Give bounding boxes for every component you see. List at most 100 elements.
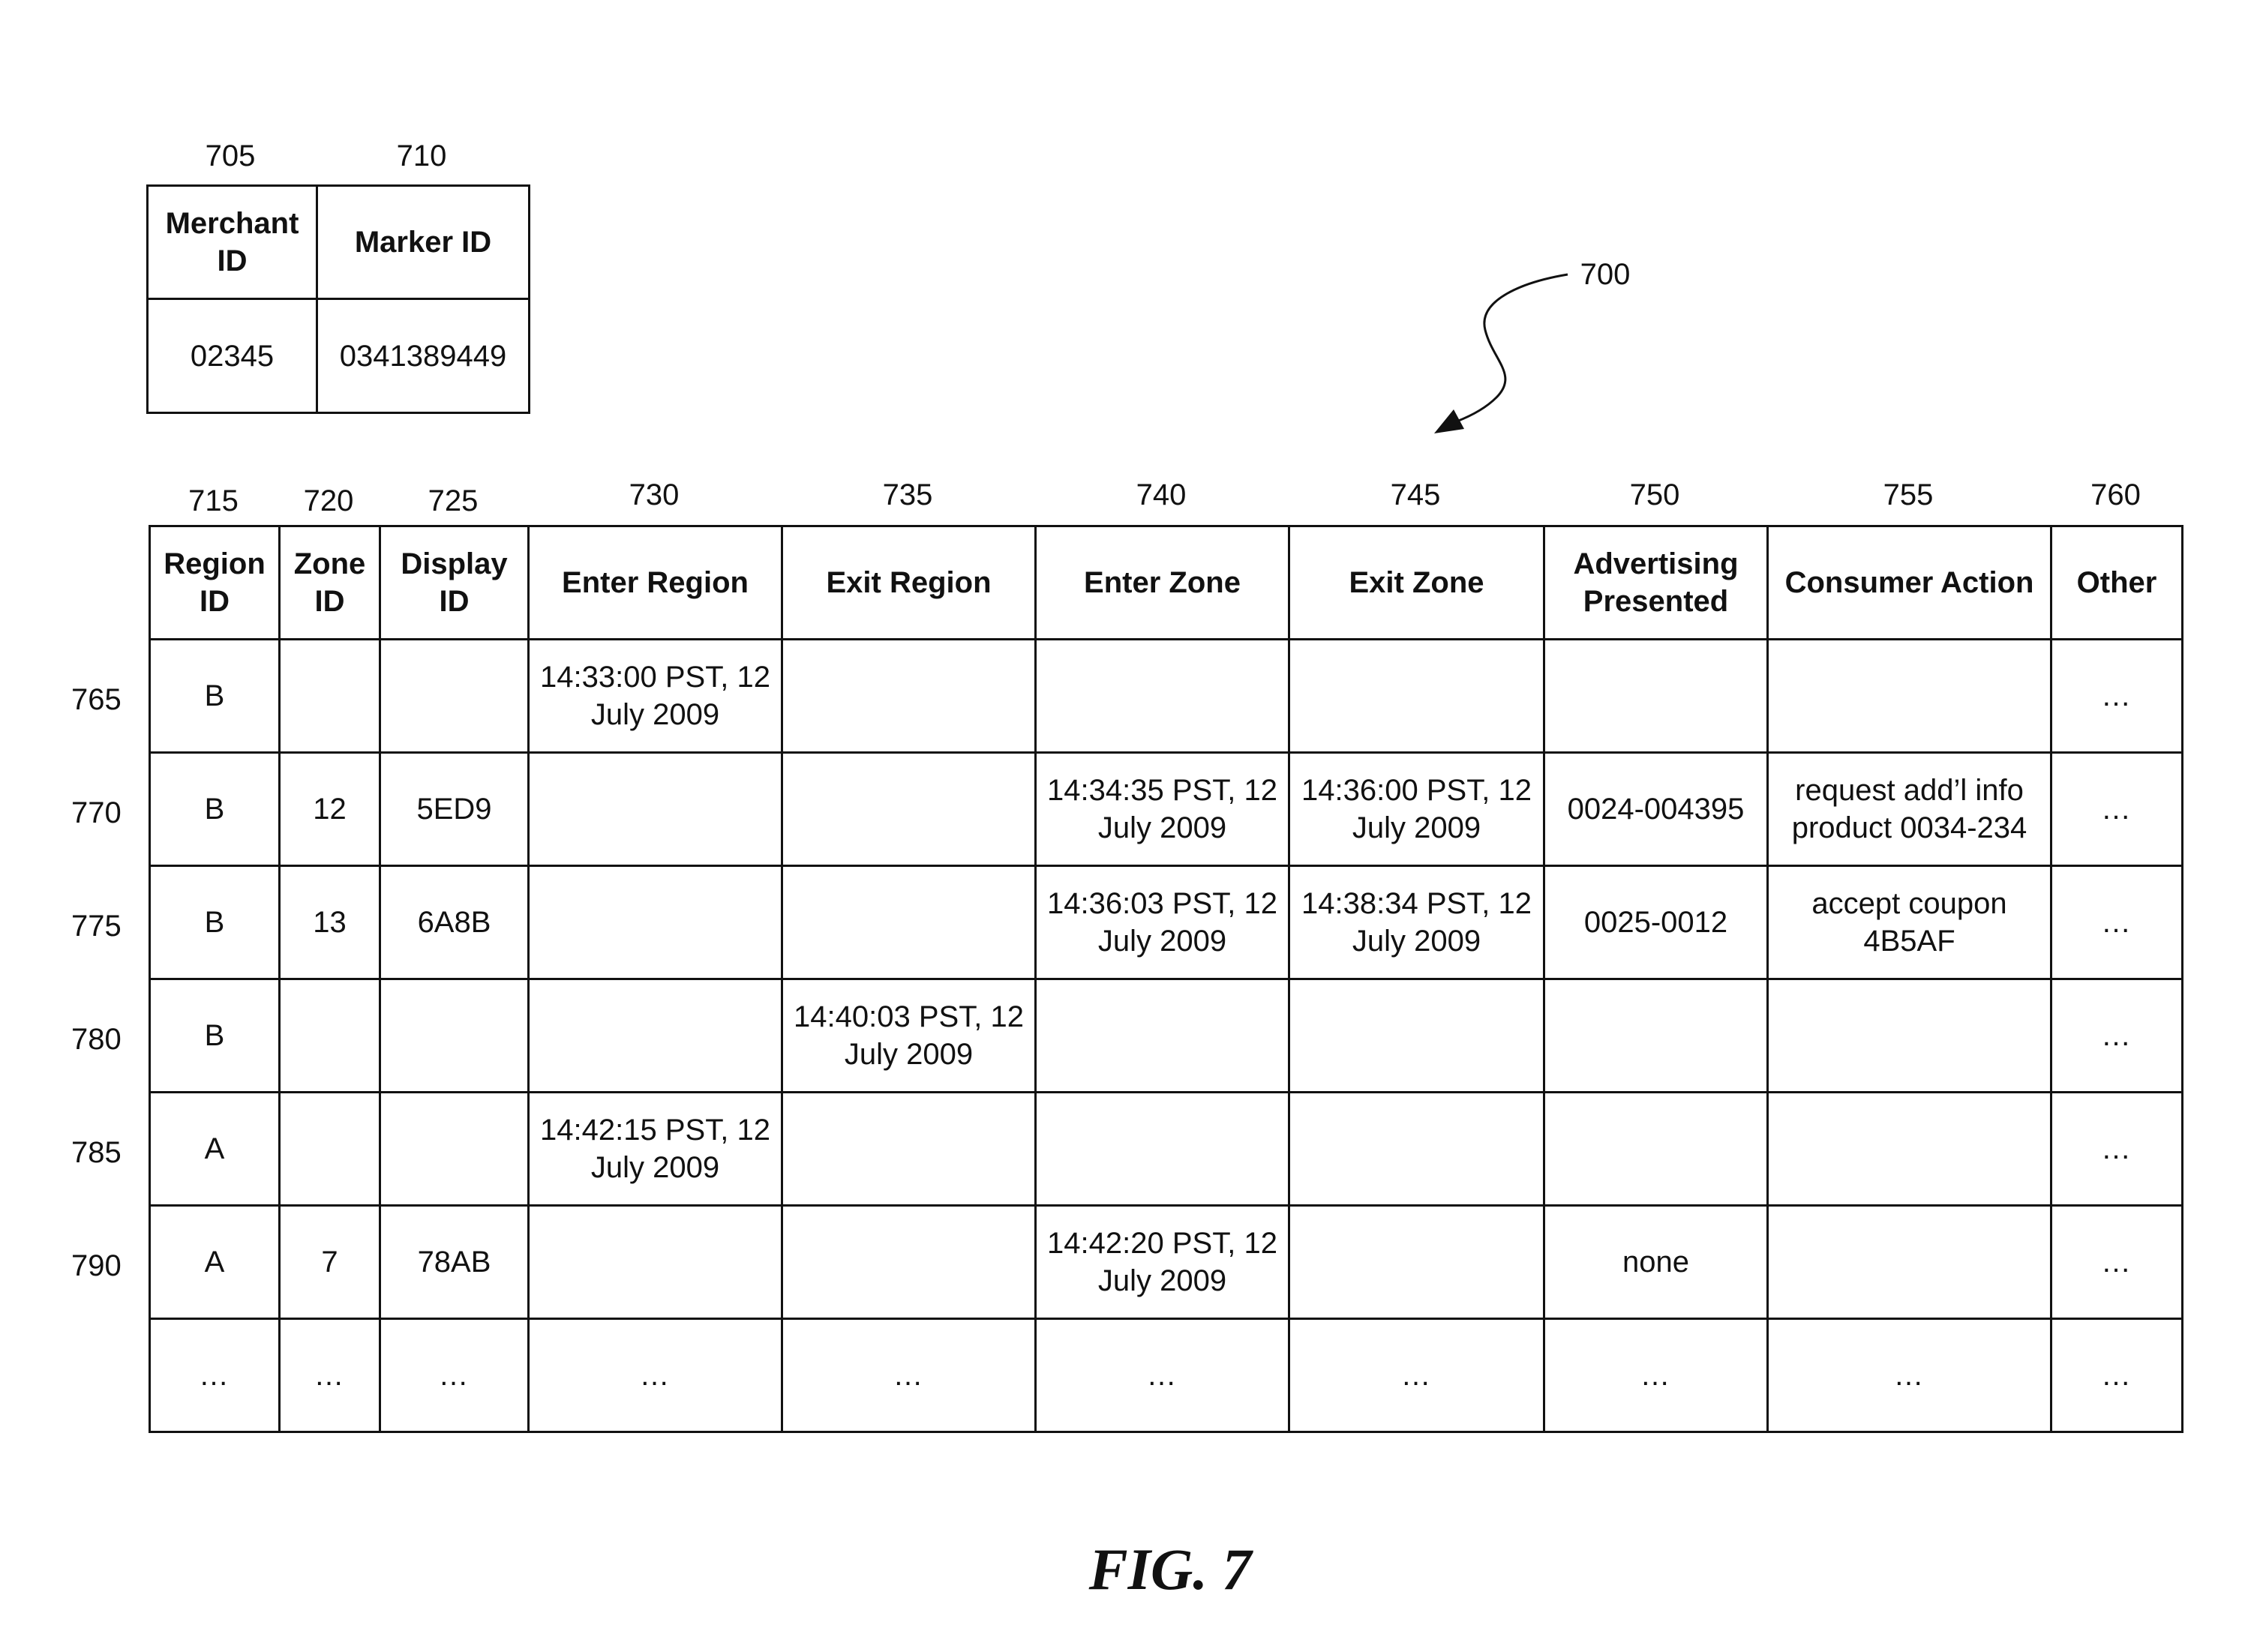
cell-enter-zone: 14:34:35 PST, 12 July 2009 bbox=[1036, 753, 1289, 866]
cell-consumer-action: accept coupon 4B5AF bbox=[1768, 866, 2051, 979]
cell-consumer-action bbox=[1768, 1206, 2051, 1319]
cell-exit-zone bbox=[1289, 1206, 1544, 1319]
cell-display-id bbox=[380, 640, 529, 753]
cell-display-id: 6A8B bbox=[380, 866, 529, 979]
cell-zone-id: 12 bbox=[280, 753, 380, 866]
row-ref-765: 765 bbox=[71, 685, 122, 715]
cell-zone-id bbox=[280, 640, 380, 753]
cell-exit-region bbox=[782, 640, 1036, 753]
cell-advertising-presented bbox=[1544, 979, 1768, 1093]
column-ref-745: 745 bbox=[1391, 480, 1441, 510]
cell-display-id: 78AB bbox=[380, 1206, 529, 1319]
header-exit-region: Exit Region bbox=[782, 526, 1036, 640]
cell-enter-region bbox=[529, 979, 782, 1093]
cell-enter-region: 14:42:15 PST, 12 July 2009 bbox=[529, 1093, 782, 1206]
marker-id-value: 0341389449 bbox=[317, 299, 530, 413]
header-consumer-action: Consumer Action bbox=[1768, 526, 2051, 640]
cell-other: … bbox=[2051, 866, 2183, 979]
header-advertising-presented: Advertising Presented bbox=[1544, 526, 1768, 640]
cell-exit-region: 14:40:03 PST, 12 July 2009 bbox=[782, 979, 1036, 1093]
table-row: A778AB14:42:20 PST, 12 July 2009none… bbox=[150, 1206, 2183, 1319]
header-other: Other bbox=[2051, 526, 2183, 640]
row-ref-775: 775 bbox=[71, 911, 122, 941]
header-region-id: Region ID bbox=[150, 526, 280, 640]
column-ref-730: 730 bbox=[629, 480, 680, 510]
cell-enter-region bbox=[529, 866, 782, 979]
cell-other: … bbox=[2051, 979, 2183, 1093]
cell-exit-region bbox=[782, 866, 1036, 979]
cell-advertising-presented: none bbox=[1544, 1206, 1768, 1319]
cell-display-id: … bbox=[380, 1319, 529, 1432]
column-ref-715: 715 bbox=[188, 486, 239, 516]
cell-enter-region: … bbox=[529, 1319, 782, 1432]
cell-consumer-action bbox=[1768, 1093, 2051, 1206]
cell-region-id: B bbox=[150, 866, 280, 979]
column-ref-725: 725 bbox=[428, 486, 479, 516]
cell-exit-region bbox=[782, 753, 1036, 866]
merchant-table: Merchant ID Marker ID 02345 0341389449 bbox=[146, 184, 530, 414]
merchant-table-value-row: 02345 0341389449 bbox=[148, 299, 530, 413]
merchant-table-header-row: Merchant ID Marker ID bbox=[148, 186, 530, 299]
column-ref-720: 720 bbox=[304, 486, 354, 516]
cell-display-id bbox=[380, 979, 529, 1093]
column-ref-755: 755 bbox=[1883, 480, 1934, 510]
row-ref-785: 785 bbox=[71, 1138, 122, 1168]
header-display-id: Display ID bbox=[380, 526, 529, 640]
cell-zone-id bbox=[280, 979, 380, 1093]
table-row: B136A8B 14:36:03 PST, 12 July 200914:38:3… bbox=[150, 866, 2183, 979]
table-row: B 14:40:03 PST, 12 July 2009 … bbox=[150, 979, 2183, 1093]
cell-advertising-presented bbox=[1544, 640, 1768, 753]
merchant-id-header: Merchant ID bbox=[148, 186, 317, 299]
cell-region-id: B bbox=[150, 753, 280, 866]
reference-arrow-icon bbox=[1410, 255, 1605, 435]
cell-enter-region bbox=[529, 753, 782, 866]
row-ref-770: 770 bbox=[71, 798, 122, 828]
cell-enter-zone bbox=[1036, 640, 1289, 753]
cell-exit-region bbox=[782, 1206, 1036, 1319]
cell-exit-zone: … bbox=[1289, 1319, 1544, 1432]
cell-display-id bbox=[380, 1093, 529, 1206]
cell-exit-zone bbox=[1289, 1093, 1544, 1206]
row-ref-790: 790 bbox=[71, 1251, 122, 1281]
cell-exit-zone: 14:36:00 PST, 12 July 2009 bbox=[1289, 753, 1544, 866]
marker-id-header: Marker ID bbox=[317, 186, 530, 299]
cell-exit-zone: 14:38:34 PST, 12 July 2009 bbox=[1289, 866, 1544, 979]
cell-enter-zone: 14:42:20 PST, 12 July 2009 bbox=[1036, 1206, 1289, 1319]
cell-enter-region: 14:33:00 PST, 12 July 2009 bbox=[529, 640, 782, 753]
cell-enter-zone bbox=[1036, 979, 1289, 1093]
cell-advertising-presented: 0025-0012 bbox=[1544, 866, 1768, 979]
header-zone-id: Zone ID bbox=[280, 526, 380, 640]
cell-exit-zone bbox=[1289, 640, 1544, 753]
table-row: A 14:42:15 PST, 12 July 2009 … bbox=[150, 1093, 2183, 1206]
cell-other: … bbox=[2051, 753, 2183, 866]
row-ref-780: 780 bbox=[71, 1024, 122, 1054]
table-row: ………………………… bbox=[150, 1319, 2183, 1432]
cell-region-id: A bbox=[150, 1093, 280, 1206]
cell-region-id: A bbox=[150, 1206, 280, 1319]
event-table-header-row: Region IDZone IDDisplay IDEnter RegionEx… bbox=[150, 526, 2183, 640]
cell-region-id: B bbox=[150, 979, 280, 1093]
merchant-id-value: 02345 bbox=[148, 299, 317, 413]
table-row: B125ED914:34:35 PST, 12 July 200914:36:0… bbox=[150, 753, 2183, 866]
cell-exit-region: … bbox=[782, 1319, 1036, 1432]
cell-advertising-presented: … bbox=[1544, 1319, 1768, 1432]
cell-enter-zone: … bbox=[1036, 1319, 1289, 1432]
merchant-id-col-ref: 705 bbox=[206, 141, 256, 171]
column-ref-740: 740 bbox=[1136, 480, 1187, 510]
cell-enter-zone: 14:36:03 PST, 12 July 2009 bbox=[1036, 866, 1289, 979]
marker-id-col-ref: 710 bbox=[397, 141, 447, 171]
cell-zone-id: 13 bbox=[280, 866, 380, 979]
cell-other: … bbox=[2051, 1093, 2183, 1206]
table-row: B14:33:00 PST, 12 July 2009… bbox=[150, 640, 2183, 753]
cell-advertising-presented: 0024-004395 bbox=[1544, 753, 1768, 866]
cell-other: … bbox=[2051, 1319, 2183, 1432]
column-ref-750: 750 bbox=[1630, 480, 1680, 510]
cell-exit-region bbox=[782, 1093, 1036, 1206]
cell-enter-region bbox=[529, 1206, 782, 1319]
cell-advertising-presented bbox=[1544, 1093, 1768, 1206]
event-table: Region IDZone IDDisplay IDEnter RegionEx… bbox=[149, 525, 2183, 1433]
cell-enter-zone bbox=[1036, 1093, 1289, 1206]
cell-consumer-action: request add’l info product 0034-234 bbox=[1768, 753, 2051, 866]
header-enter-zone: Enter Zone bbox=[1036, 526, 1289, 640]
cell-other: … bbox=[2051, 640, 2183, 753]
